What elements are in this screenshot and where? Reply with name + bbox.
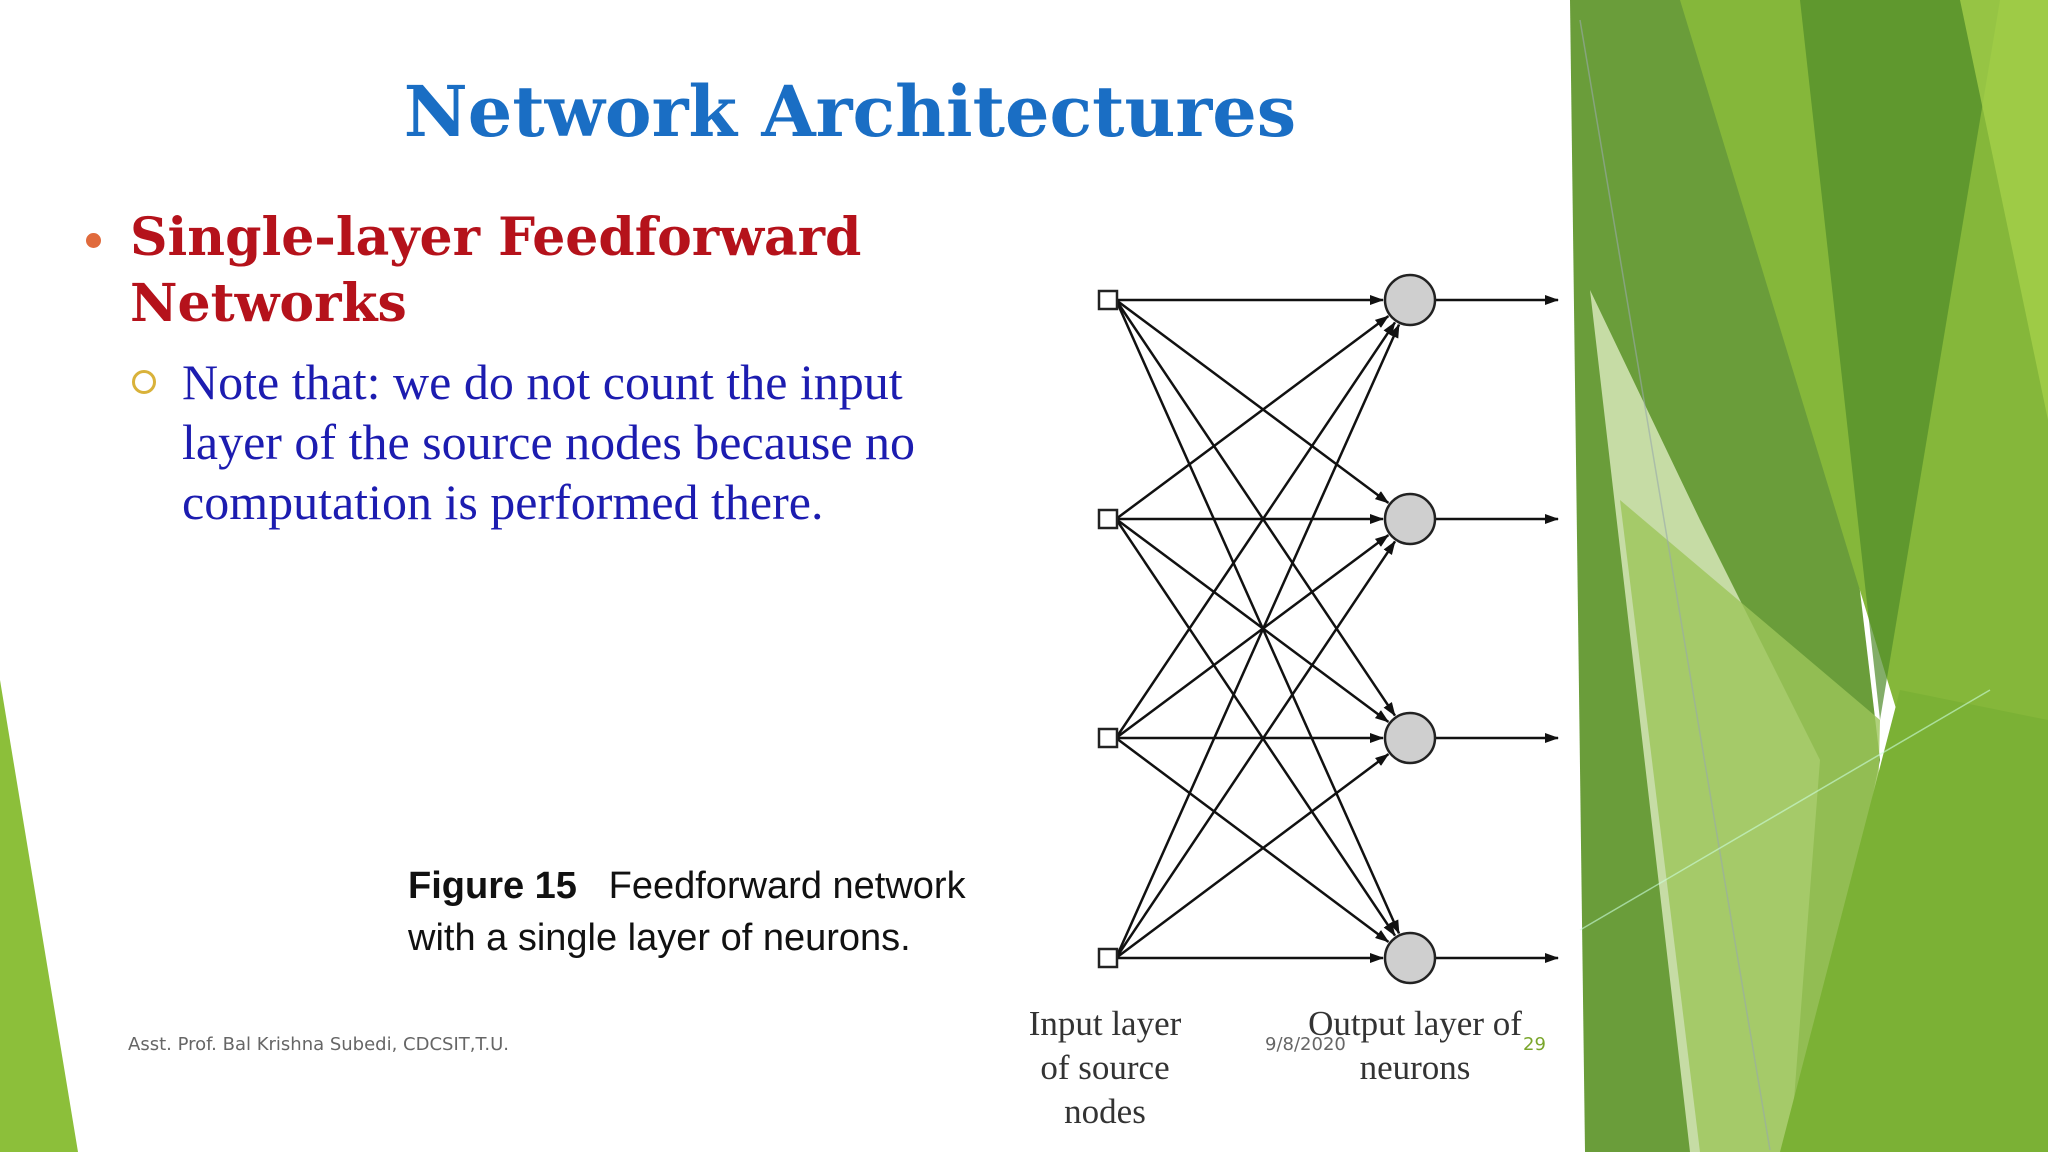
connection-3-0 xyxy=(1114,323,1401,959)
connection-2-1 xyxy=(1115,534,1390,740)
output-layer-label: Output layer of neurons xyxy=(1308,1004,1522,1087)
figure-caption: Figure 15 Feedforward network with a sin… xyxy=(408,860,1028,964)
input-source-node-3 xyxy=(1097,947,1119,969)
connection-1-3 xyxy=(1114,518,1397,937)
connection-2-0 xyxy=(1114,321,1396,739)
input-layer-label: Input layer of source nodes xyxy=(1028,1004,1182,1131)
sub-bullet-text: Note that: we do not count the input lay… xyxy=(182,354,916,530)
output-neuron-3 xyxy=(1383,931,1437,985)
connection-1-0 xyxy=(1115,315,1390,521)
input-source-node-1 xyxy=(1097,508,1119,530)
output-neuron-1 xyxy=(1383,492,1437,546)
footer-author: Asst. Prof. Bal Krishna Subedi, CDCSIT,T… xyxy=(128,1034,509,1055)
connection-3-1 xyxy=(1114,540,1397,959)
connection-0-1 xyxy=(1115,298,1390,504)
connection-2-3 xyxy=(1115,736,1390,943)
bullet-dot-icon xyxy=(86,233,101,248)
slide-title: Network Architectures xyxy=(403,70,1297,153)
output-arrows xyxy=(1435,295,1559,963)
input-source-node-2 xyxy=(1097,727,1119,749)
connection-0-3 xyxy=(1114,299,1401,935)
footer-date: 9/8/2020 xyxy=(1265,1034,1346,1055)
figure-caption-text: Feedforward network with a single layer … xyxy=(408,865,966,959)
connection-1-2 xyxy=(1115,517,1390,723)
figure-label: Figure 15 xyxy=(408,865,577,907)
feedforward-network-diagram xyxy=(1097,273,1559,985)
output-neuron-2 xyxy=(1383,711,1437,765)
network-nodes xyxy=(1097,273,1437,985)
input-source-node-0 xyxy=(1097,289,1119,311)
output-neuron-0 xyxy=(1383,273,1437,327)
connection-0-2 xyxy=(1114,299,1396,717)
network-connections xyxy=(1114,295,1401,963)
bullet-text: Single-layer Feedforward Networks xyxy=(130,207,862,334)
connection-3-2 xyxy=(1115,753,1390,960)
hollow-circle-bullet-icon xyxy=(132,370,156,394)
page-number: 29 xyxy=(1523,1034,1546,1055)
